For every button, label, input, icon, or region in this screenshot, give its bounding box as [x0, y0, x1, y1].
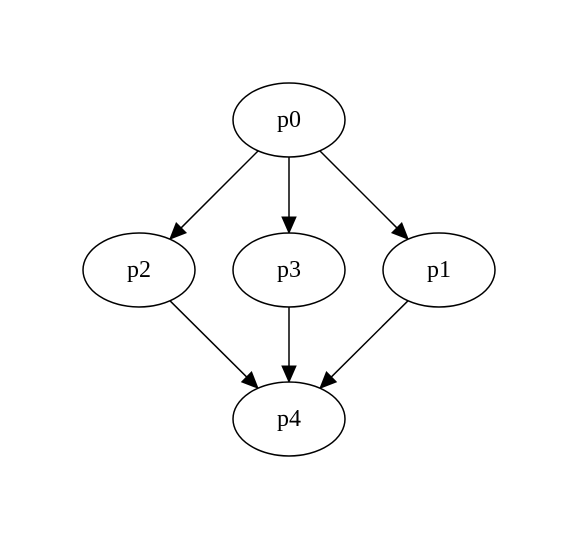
- node-ellipse: [82, 232, 196, 308]
- edge-line: [169, 300, 248, 378]
- node-label: p3: [277, 257, 301, 283]
- arrowhead-icon: [168, 221, 188, 241]
- node-p4: p4: [232, 381, 346, 457]
- edges-layer: [168, 150, 410, 390]
- arrowhead-icon: [240, 371, 259, 390]
- edge-p1-p4: [319, 300, 409, 390]
- edge-p0-p3: [281, 157, 297, 235]
- node-label: p4: [277, 406, 301, 432]
- edge-p0-p2: [168, 150, 259, 241]
- edge-line: [319, 150, 398, 229]
- node-label: p0: [277, 107, 301, 133]
- node-label: p2: [127, 257, 151, 283]
- node-label: p1: [427, 257, 451, 283]
- edge-line: [180, 150, 259, 229]
- node-p2: p2: [82, 232, 196, 308]
- nodes-layer: p0 p2 p3 p1 p4: [82, 82, 496, 457]
- node-p1: p1: [382, 232, 496, 308]
- arrowhead-icon: [390, 221, 410, 241]
- node-p3: p3: [232, 232, 346, 308]
- edge-line: [330, 300, 409, 378]
- node-ellipse: [232, 232, 346, 308]
- node-ellipse: [232, 381, 346, 457]
- arrowhead-icon: [281, 365, 297, 384]
- edge-p2-p4: [169, 300, 259, 390]
- node-p0: p0: [232, 82, 346, 158]
- node-ellipse: [232, 82, 346, 158]
- arrowhead-icon: [281, 216, 297, 235]
- node-ellipse: [382, 232, 496, 308]
- arrowhead-icon: [319, 371, 338, 390]
- edge-p0-p1: [319, 150, 410, 241]
- edge-p3-p4: [281, 307, 297, 384]
